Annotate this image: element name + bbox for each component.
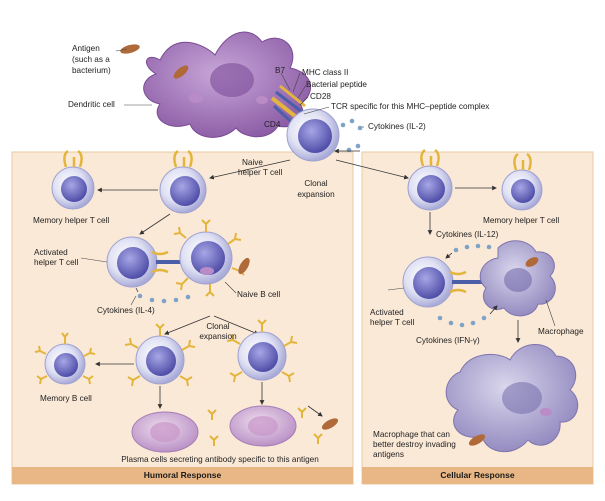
naive-b-cell (173, 219, 245, 297)
helper-t-cell-humoral (159, 149, 207, 214)
plasma-cell-right (229, 405, 297, 447)
cd28-label: CD28 (310, 92, 331, 101)
cytokines-il4-label: Cytokines (IL-4) (97, 306, 155, 315)
helper-t-cell-cellular (407, 148, 453, 211)
clonal-expansion-top-2: expansion (297, 190, 335, 199)
bacterium-icon (238, 257, 250, 275)
cytokines-il2-label: Cytokines (IL-2) (368, 122, 426, 131)
bacterial-peptide-label: Bacterial peptide (306, 80, 367, 89)
cellular-footer (362, 467, 593, 484)
activated-helper-right-2: helper T cell (370, 318, 415, 327)
cytokine-dots-il4 (137, 293, 191, 304)
cytokine-dots-il12 (453, 243, 492, 253)
arrow-clonal-left (164, 315, 211, 335)
macrophage-better-2: better destroy invading (373, 440, 456, 449)
activated-macrophage (445, 344, 579, 453)
arrow-helper-to-activated (139, 213, 171, 235)
humoral-response-title: Humoral Response (143, 470, 222, 480)
memory-helper-left-label: Memory helper T cell (33, 216, 110, 225)
memory-b-cell (34, 332, 96, 385)
clonal-expansion-top-1: Clonal (304, 179, 328, 188)
clonal-expansion-mid-1: Clonal (206, 322, 230, 331)
memory-helper-t-cell-left (51, 149, 95, 210)
antigen-note-1: (such as a (72, 55, 110, 64)
clonal-expansion-mid-2: expansion (199, 332, 237, 341)
dendritic-cell (143, 31, 311, 138)
leader-lines-panels (80, 257, 556, 327)
cytokine-dots-il2 (340, 118, 363, 153)
tcr-label: TCR specific for this MHC–peptide comple… (331, 102, 490, 111)
activated-helper-right-1: Activated (370, 308, 404, 317)
macrophage (479, 240, 556, 317)
macrophage-label: Macrophage (538, 327, 584, 336)
cytokine-dots-ifn (437, 315, 487, 328)
arrow-ifn (489, 305, 498, 315)
expanded-b-cell-left (124, 323, 196, 387)
cellular-response-title: Cellular Response (440, 470, 515, 480)
activated-helper-left-2: helper T cell (34, 258, 79, 267)
memory-helper-right-label: Memory helper T cell (483, 216, 560, 225)
arrow-il12 (445, 252, 453, 259)
naive-b-cell-label: Naive B cell (237, 290, 281, 299)
mhc-label: MHC class II (302, 68, 349, 77)
arrow-antibody-bacterium (307, 405, 323, 417)
arrow-il4 (135, 287, 139, 293)
bacterium-icon (321, 418, 339, 430)
cytokines-il12-label: Cytokines (IL-12) (436, 230, 499, 239)
antigen-label: Antigen (72, 44, 100, 53)
cd4-label: CD4 (264, 120, 281, 129)
dendritic-cell-label: Dendritic cell (68, 100, 115, 109)
naive-helper-label-2: helper T cell (238, 168, 283, 177)
memory-b-cell-label: Memory B cell (40, 394, 92, 403)
bacterium-icon (120, 44, 189, 79)
plasma-cell-left (131, 411, 199, 453)
macrophage-better-1: Macrophage that can (373, 430, 450, 439)
activated-helper-left-1: Activated (34, 248, 68, 257)
arrow-to-humoral (209, 159, 291, 180)
naive-helper-t-cell (286, 108, 340, 162)
bacterium-icon (468, 434, 486, 446)
activated-helper-t-cell-humoral (106, 236, 181, 288)
plasma-cells-label: Plasma cells secreting antibody specific… (121, 455, 319, 464)
arrow-clonal-right (213, 315, 259, 335)
macrophage-better-3: antigens (373, 450, 404, 459)
humoral-footer (12, 467, 353, 484)
expanded-b-cell-right (226, 319, 298, 383)
cytokines-ifn-label: Cytokines (IFN-γ) (416, 336, 480, 345)
memory-helper-t-cell-right (501, 152, 543, 211)
antigen-note-2: bacterium) (72, 66, 111, 75)
leader-lines-top (115, 48, 364, 128)
free-antibodies (207, 407, 323, 446)
b7-label: B7 (275, 66, 286, 75)
naive-helper-label-1: Naive (242, 158, 263, 167)
arrow-to-cellular (335, 159, 409, 180)
